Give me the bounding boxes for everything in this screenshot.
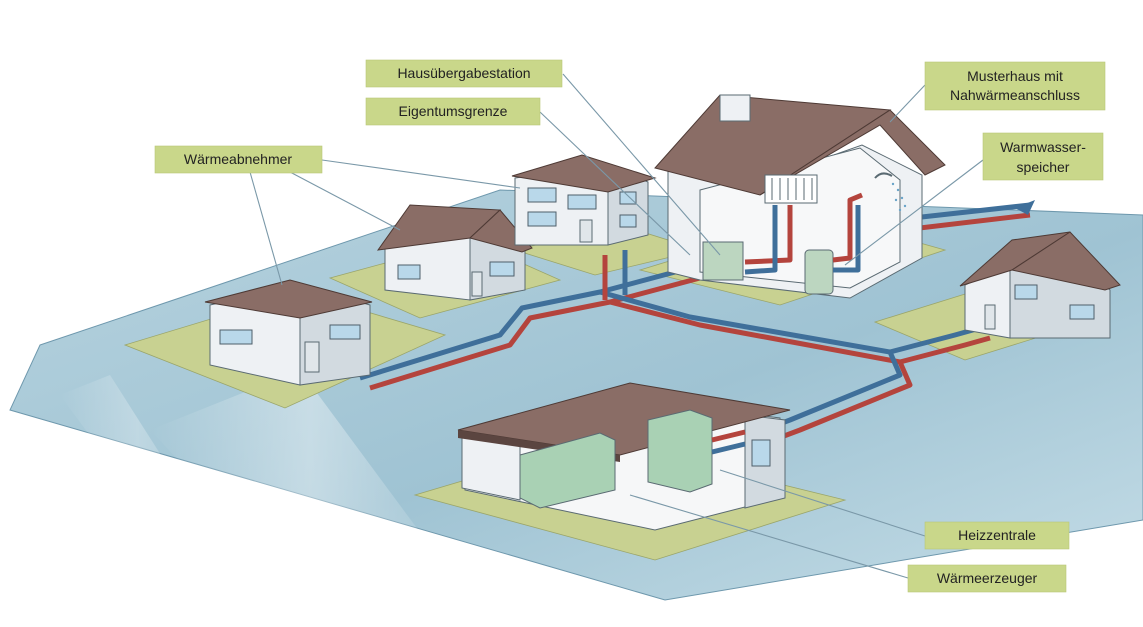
garage-window <box>330 325 360 339</box>
small-house-door <box>472 272 482 296</box>
label-waermeerzeuger: Wärmeerzeuger <box>908 565 1066 592</box>
svg-text:Nahwärmeanschluss: Nahwärmeanschluss <box>950 87 1080 103</box>
svg-text:Wärmeabnehmer: Wärmeabnehmer <box>184 151 292 167</box>
label-warmwasserspeicher: Warmwasser- speicher <box>983 133 1103 180</box>
small-house-window <box>398 265 420 279</box>
svg-text:speicher: speicher <box>1017 159 1070 175</box>
warmwasserspeicher-tank <box>805 250 833 294</box>
hausuebergabestation-unit <box>703 242 743 280</box>
svg-text:Musterhaus mit: Musterhaus mit <box>967 68 1063 84</box>
garage-window <box>220 330 252 344</box>
svg-text:Eigentumsgrenze: Eigentumsgrenze <box>399 103 508 119</box>
musterhaus-building <box>655 95 945 298</box>
svg-text:Wärmeerzeuger: Wärmeerzeuger <box>937 570 1038 586</box>
label-musterhaus: Musterhaus mit Nahwärmeanschluss <box>925 62 1105 110</box>
apartment-building <box>512 155 655 245</box>
radiator <box>765 175 817 203</box>
svg-text:Hausübergabestation: Hausübergabestation <box>397 65 530 81</box>
label-hausuebergabestation: Hausübergabestation <box>366 60 562 87</box>
label-eigentumsgrenze: Eigentumsgrenze <box>366 98 540 125</box>
garage-building <box>205 280 372 385</box>
svg-text:Heizzentrale: Heizzentrale <box>958 527 1036 543</box>
label-waermeabnehmer: Wärmeabnehmer <box>155 146 322 173</box>
chimney <box>720 95 750 121</box>
label-heizzentrale: Heizzentrale <box>925 522 1069 549</box>
waermeerzeuger-unit <box>648 410 712 492</box>
svg-text:Warmwasser-: Warmwasser- <box>1000 139 1086 155</box>
small-house-window <box>490 262 514 276</box>
garage-door <box>305 342 319 372</box>
